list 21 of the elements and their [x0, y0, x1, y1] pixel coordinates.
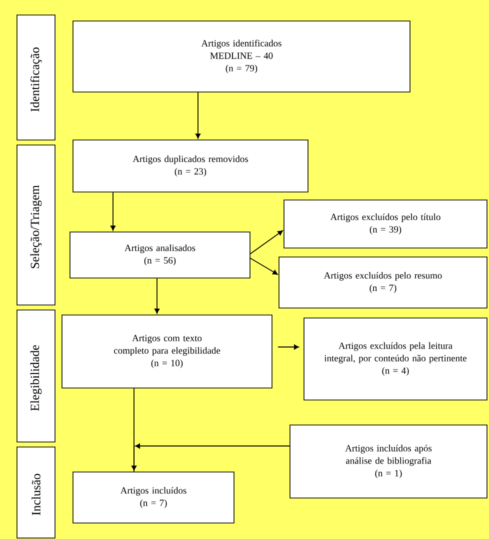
arrow	[195, 92, 201, 139]
process-box: Artigos analisados (n = 56)	[70, 232, 250, 278]
process-box: Artigos identificados MEDLINE – 40 (n = 79)	[72, 20, 410, 92]
stage-band: Elegibilidade	[16, 310, 56, 442]
process-box: Artigos duplicados removidos (n = 23)	[72, 140, 308, 192]
process-box: Artigos incluídos após análise de bibliografia (n = 1)	[290, 424, 488, 498]
process-box: Artigos incluídos (n = 7)	[72, 472, 234, 524]
arrow	[134, 443, 290, 449]
process-box: Artigos excluídos pelo resumo (n = 7)	[278, 256, 488, 308]
arrow	[250, 230, 283, 254]
arrow	[110, 192, 116, 231]
process-box: Artigos com texto completo para elegibilidade (n = 10)	[62, 314, 272, 388]
stage-band: Seleção/Triagem	[16, 144, 56, 306]
arrow	[131, 388, 137, 471]
process-box: Artigos excluídos pelo título (n = 39)	[284, 200, 488, 248]
arrow	[154, 278, 160, 314]
process-box: Artigos excluídos pela leitura integral, por conteúdo não pertinente (n = 4)	[304, 318, 488, 400]
stage-band: Identificação	[16, 14, 56, 140]
arrow	[250, 258, 278, 275]
arrow	[278, 344, 300, 350]
stage-band: Inclusão	[16, 446, 56, 538]
